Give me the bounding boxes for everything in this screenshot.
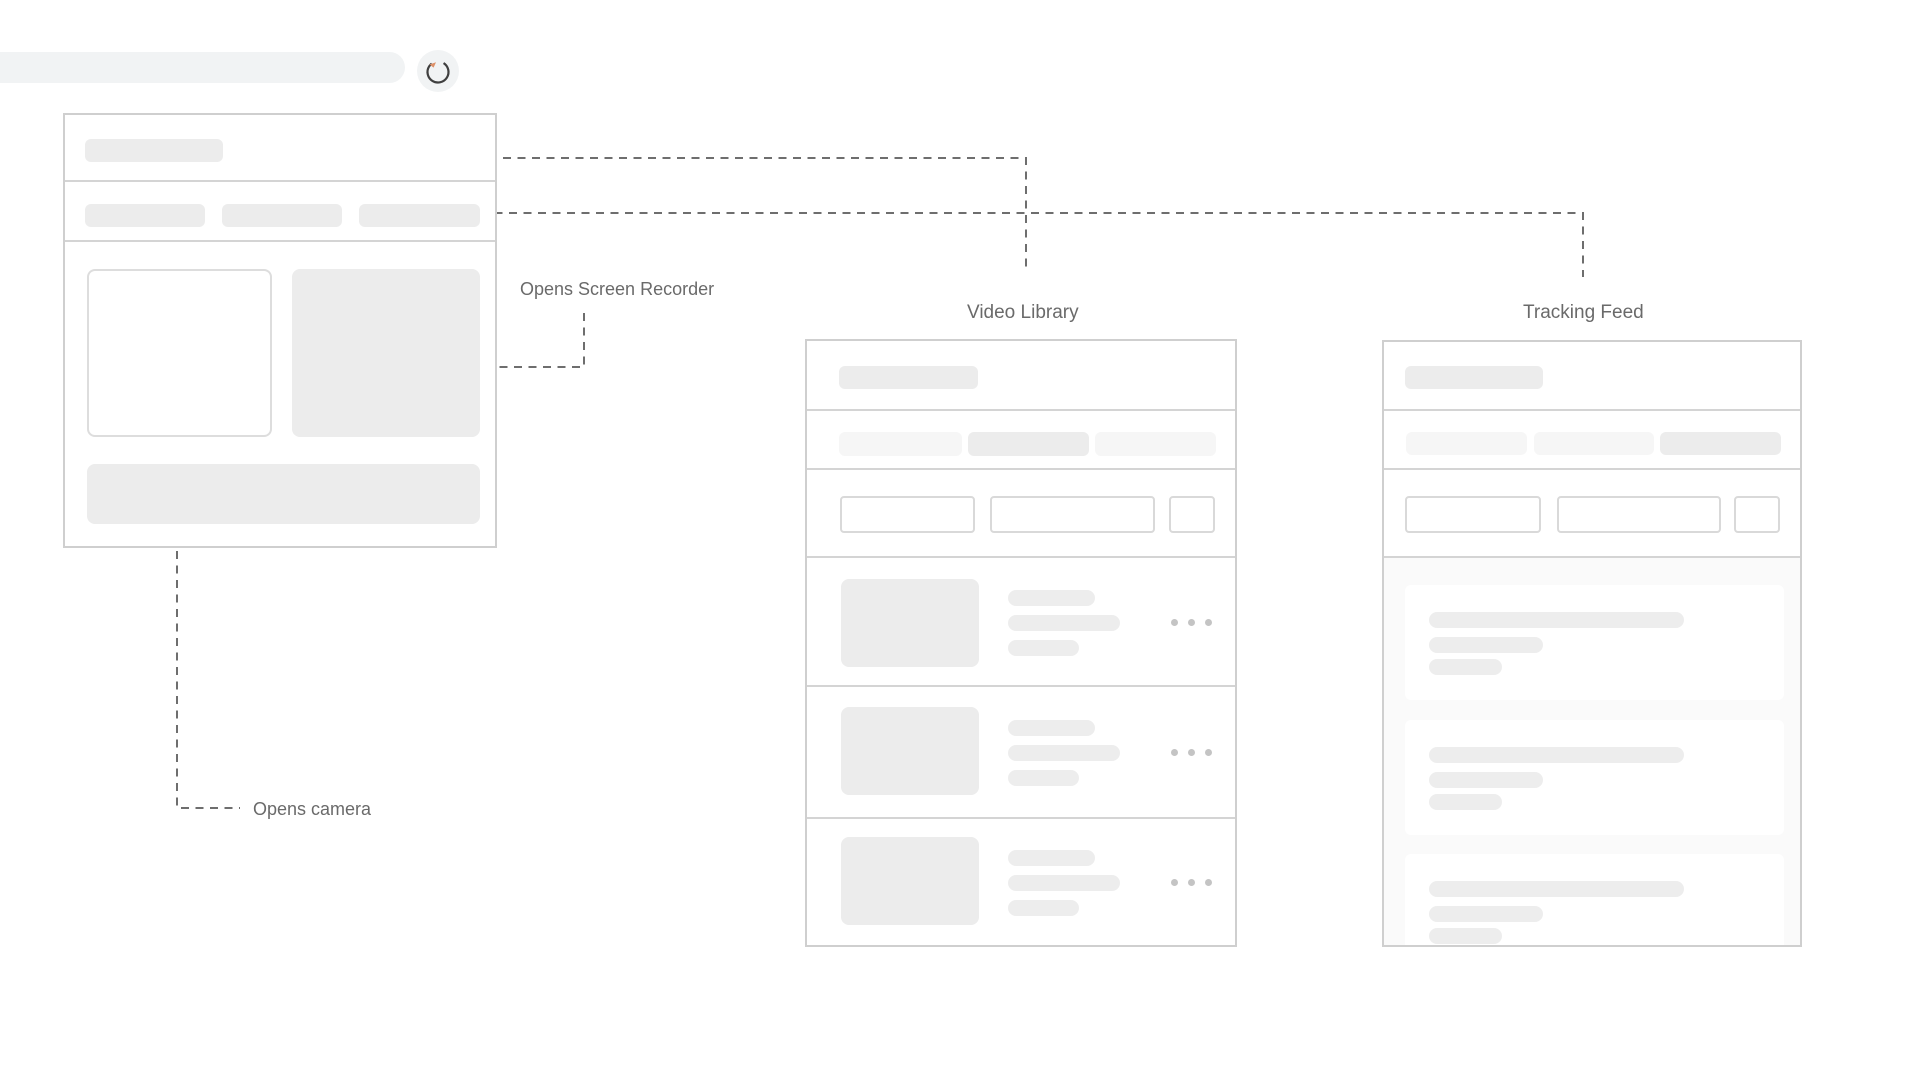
feed-body — [1384, 558, 1800, 945]
more-options-icon[interactable] — [1171, 749, 1212, 756]
divider — [807, 556, 1235, 558]
video-meta-placeholder — [1008, 900, 1079, 916]
feed-card — [1405, 720, 1784, 835]
filter-placeholder-1 — [1406, 432, 1527, 455]
video-thumbnail-placeholder — [841, 837, 979, 925]
feed-line-placeholder — [1429, 612, 1684, 628]
video-title-placeholder — [1008, 590, 1095, 606]
tracking-feed-title: Tracking Feed — [1523, 302, 1644, 323]
more-options-icon[interactable] — [1171, 619, 1212, 626]
filter-placeholder-2 — [1534, 432, 1654, 455]
video-title-placeholder — [1008, 720, 1095, 736]
filter-placeholder-3 — [1095, 432, 1216, 456]
video-meta-placeholder — [1008, 640, 1079, 656]
filter-input-placeholder[interactable] — [990, 496, 1155, 533]
search-input-placeholder[interactable] — [840, 496, 975, 533]
filter-input-placeholder[interactable] — [1557, 496, 1721, 533]
search-input-placeholder[interactable] — [1405, 496, 1541, 533]
tab-placeholder-2 — [222, 204, 342, 227]
search-button-placeholder[interactable] — [1734, 496, 1780, 533]
video-row — [807, 819, 1235, 945]
refresh-icon — [423, 56, 453, 86]
feed-line-placeholder — [1429, 637, 1543, 653]
video-row — [807, 558, 1235, 687]
library-title-placeholder — [839, 366, 978, 389]
action-bar-placeholder — [87, 464, 480, 524]
divider — [1384, 409, 1800, 411]
divider — [807, 409, 1235, 411]
filter-placeholder-3-active — [1660, 432, 1781, 455]
feed-line-placeholder — [1429, 659, 1502, 675]
screen-recorder-label: Opens Screen Recorder — [520, 279, 715, 299]
divider — [1384, 468, 1800, 470]
video-library-wireframe — [805, 339, 1237, 947]
tab-placeholder-1 — [85, 204, 205, 227]
video-meta-placeholder — [1008, 770, 1079, 786]
video-subtitle-placeholder — [1008, 615, 1120, 631]
feed-card — [1405, 585, 1784, 700]
app-title-placeholder — [85, 139, 223, 162]
camera-label: Opens camera — [253, 799, 372, 819]
feed-line-placeholder — [1429, 794, 1502, 810]
video-row — [807, 687, 1235, 819]
feed-card — [1405, 854, 1784, 945]
connector-tracking-feed — [480, 212, 1584, 277]
tracking-feed-wireframe — [1382, 340, 1802, 947]
divider — [65, 180, 495, 182]
video-thumbnail-placeholder — [841, 579, 979, 667]
feed-line-placeholder — [1429, 928, 1502, 944]
divider — [807, 468, 1235, 470]
filter-placeholder-1 — [839, 432, 962, 456]
refresh-button[interactable] — [417, 50, 459, 92]
filter-placeholder-2-active — [968, 432, 1089, 456]
divider — [65, 240, 495, 242]
feed-line-placeholder — [1429, 881, 1684, 897]
search-pill[interactable] — [0, 52, 405, 83]
video-subtitle-placeholder — [1008, 875, 1120, 891]
feed-line-placeholder — [1429, 906, 1543, 922]
tab-placeholder-3 — [359, 204, 480, 227]
video-library-title: Video Library — [967, 302, 1079, 323]
feed-line-placeholder — [1429, 747, 1684, 763]
screen-recorder-placeholder — [292, 269, 480, 437]
camera-preview-placeholder — [87, 269, 272, 437]
video-thumbnail-placeholder — [841, 707, 979, 795]
video-title-placeholder — [1008, 850, 1095, 866]
search-button-placeholder[interactable] — [1169, 496, 1215, 533]
divider — [807, 817, 1235, 819]
divider — [1384, 556, 1800, 558]
divider — [807, 685, 1235, 687]
main-app-wireframe — [63, 113, 497, 548]
video-subtitle-placeholder — [1008, 745, 1120, 761]
feed-title-placeholder — [1405, 366, 1543, 389]
feed-line-placeholder — [1429, 772, 1543, 788]
more-options-icon[interactable] — [1171, 879, 1212, 886]
